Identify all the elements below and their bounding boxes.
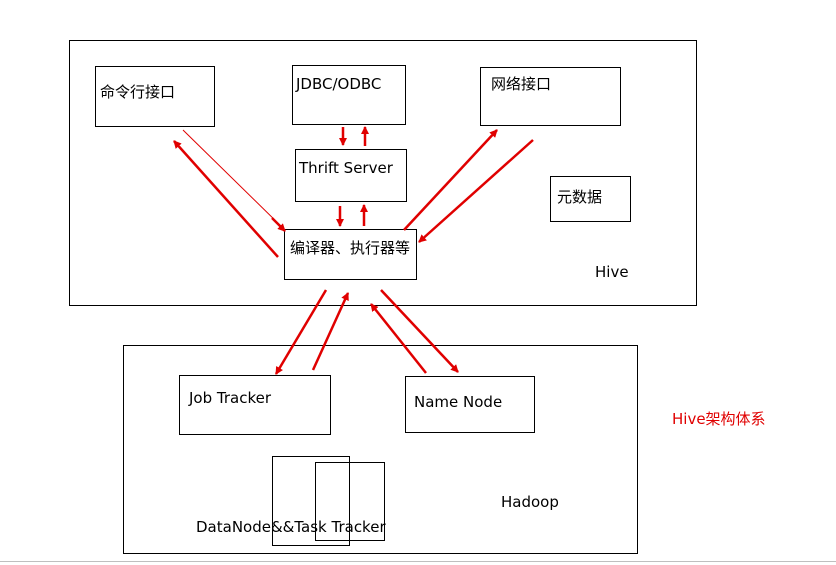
job-tracker-label: Job Tracker — [189, 389, 272, 407]
metastore-box — [550, 176, 631, 222]
jdbc-odbc-label: JDBC/ODBC — [296, 75, 382, 93]
datanode-label: DataNode&&Task Tracker — [196, 518, 386, 536]
datanode-box-back — [272, 456, 350, 546]
arrow-namenode-to-compiler — [370, 303, 427, 374]
cli-box — [95, 66, 215, 127]
hive-label: Hive — [595, 263, 629, 281]
line-cli-to-compiler — [182, 129, 286, 231]
arrow-compiler-to-jobtracker — [274, 289, 328, 375]
bottom-border — [0, 561, 836, 562]
compiler-executor-box — [284, 229, 417, 280]
name-node-box — [405, 376, 535, 433]
hadoop-container — [123, 345, 638, 554]
name-node-label: Name Node — [414, 393, 503, 411]
web-interface-label: 网络接口 — [491, 75, 552, 93]
hive-container — [69, 40, 697, 306]
arrow-web-to-compiler — [418, 139, 534, 243]
cli-label: 命令行接口 — [100, 83, 176, 101]
thrift-server-label: Thrift Server — [299, 159, 393, 177]
datanode-box-front — [315, 462, 385, 541]
arrow-compiler-to-web — [403, 129, 498, 231]
thrift-server-box — [295, 149, 407, 202]
web-interface-box — [480, 67, 621, 126]
diagram-title: Hive架构体系 — [672, 410, 766, 428]
jdbc-odbc-box — [292, 65, 406, 125]
compiler-executor-label: 编译器、执行器等 — [290, 239, 411, 257]
arrow-jobtracker-to-compiler — [311, 292, 350, 371]
arrow-cli-to-compiler — [271, 217, 286, 232]
arrow-compiler-to-cli — [173, 140, 279, 258]
job-tracker-box — [179, 375, 331, 435]
hadoop-label: Hadoop — [501, 493, 559, 511]
arrow-compiler-to-namenode — [380, 289, 459, 373]
metastore-label: 元数据 — [557, 188, 603, 206]
